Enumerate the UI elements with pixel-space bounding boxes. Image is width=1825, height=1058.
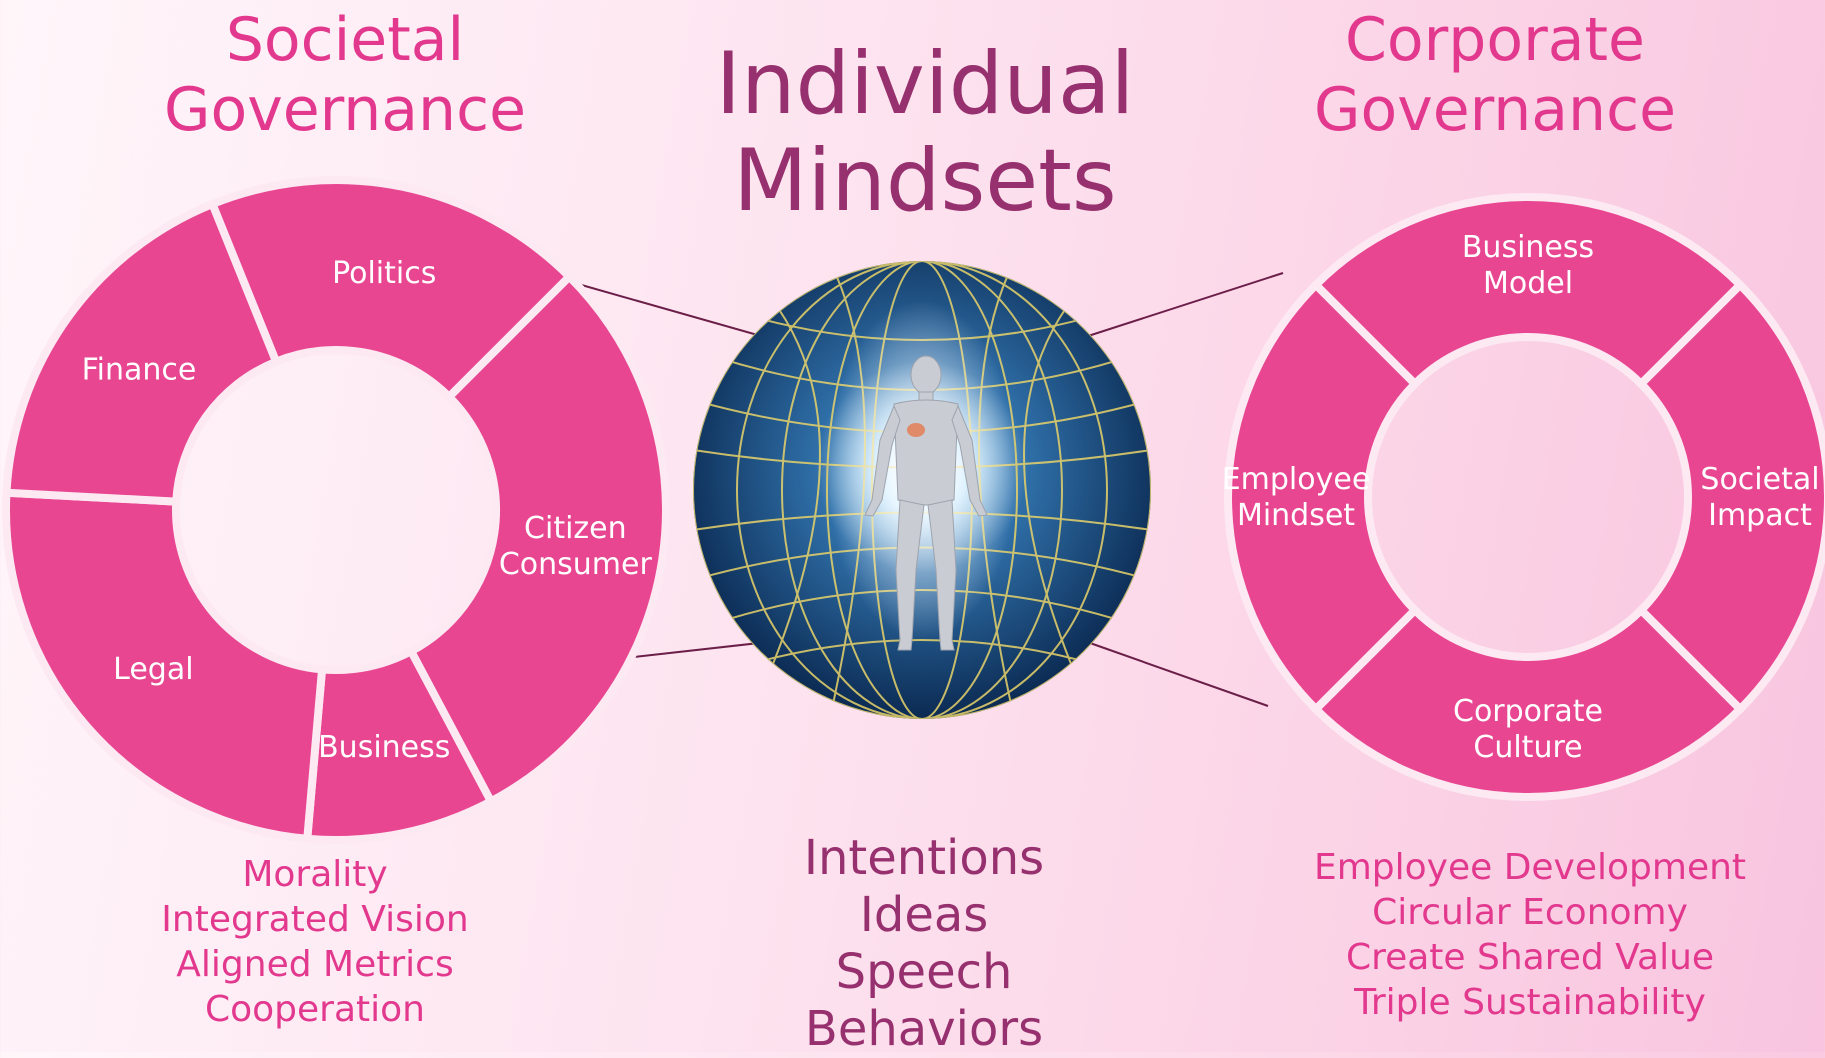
corporate-segment-label-line: Model: [1483, 266, 1573, 301]
corporate-segment-label-line: Employee: [1222, 462, 1371, 497]
corporate-segment-label-line: Business: [1462, 230, 1594, 265]
human-figure-energy-field-icon: [693, 261, 1151, 719]
corporate-segment-label-line: Impact: [1708, 498, 1812, 533]
individual-aspects-list: Intentions Ideas Speech Behaviors: [724, 830, 1124, 1058]
societal-segment-label: Politics: [332, 256, 436, 291]
societal-title-line1: Societal: [225, 5, 465, 75]
individual-mindsets-title: Individual Mindsets: [650, 34, 1200, 232]
individual-title-line2: Mindsets: [733, 131, 1117, 232]
societal-segment-label-line: Finance: [82, 352, 197, 387]
individual-title-line1: Individual: [715, 34, 1135, 134]
societal-segment-label: Legal: [113, 652, 193, 687]
societal-segment: [2, 198, 282, 506]
corporate-values-list: Employee Development Circular Economy Cr…: [1280, 845, 1780, 1025]
corporate-segment-label-line: Mindset: [1237, 498, 1355, 533]
corporate-governance-title: Corporate Governance: [1270, 5, 1720, 145]
societal-value-item: Morality: [242, 854, 388, 895]
individual-aspect-item: Ideas: [859, 887, 989, 943]
societal-value-item: Cooperation: [204, 989, 425, 1030]
corporate-segment: [1635, 279, 1825, 715]
societal-segment: [405, 270, 670, 807]
corporate-segment-label-line: Corporate: [1453, 694, 1603, 729]
connector-lines: [577, 272, 1284, 707]
corporate-title-line2: Governance: [1314, 74, 1676, 145]
societal-title-line2: Governance: [164, 74, 526, 145]
connector-line-bottom-right: [1089, 642, 1269, 707]
corporate-segment-label-line: Societal: [1700, 462, 1819, 497]
societal-segment: [2, 488, 327, 844]
connector-line-top-right: [1084, 272, 1284, 338]
corporate-value-item: Employee Development: [1313, 847, 1747, 888]
societal-value-item: Integrated Vision: [161, 899, 469, 940]
individual-aspect-item: Speech: [835, 944, 1013, 1000]
heart-icon: [907, 423, 925, 437]
individual-aspect-item: Intentions: [803, 830, 1045, 886]
corporate-value-item: Create Shared Value: [1345, 937, 1715, 978]
societal-segment-label-line: Legal: [113, 652, 193, 687]
societal-segment-label-line: Citizen: [524, 511, 627, 546]
corporate-title-line1: Corporate: [1345, 5, 1645, 75]
societal-governance-title: Societal Governance: [120, 5, 570, 145]
corporate-segment: [1310, 604, 1746, 801]
societal-values-list: Morality Integrated Vision Aligned Metri…: [100, 852, 530, 1032]
societal-value-item: Aligned Metrics: [176, 944, 454, 985]
societal-segment-label: Business: [318, 730, 450, 765]
connector-line-top-left: [577, 283, 769, 339]
societal-segment-label-line: Consumer: [499, 547, 653, 582]
societal-segment-label: Finance: [82, 352, 197, 387]
connector-line-bottom-left: [624, 641, 769, 659]
corporate-segment-label-line: Culture: [1473, 730, 1582, 765]
corporate-segment: [1310, 193, 1746, 390]
societal-segment-label-line: Politics: [332, 256, 436, 291]
corporate-value-item: Triple Sustainability: [1354, 982, 1706, 1023]
societal-segment: [207, 176, 576, 403]
corporate-value-item: Circular Economy: [1372, 892, 1688, 933]
individual-aspect-item: Behaviors: [804, 1001, 1044, 1057]
corporate-segment: [1224, 279, 1421, 715]
societal-segment-label-line: Business: [318, 730, 450, 765]
